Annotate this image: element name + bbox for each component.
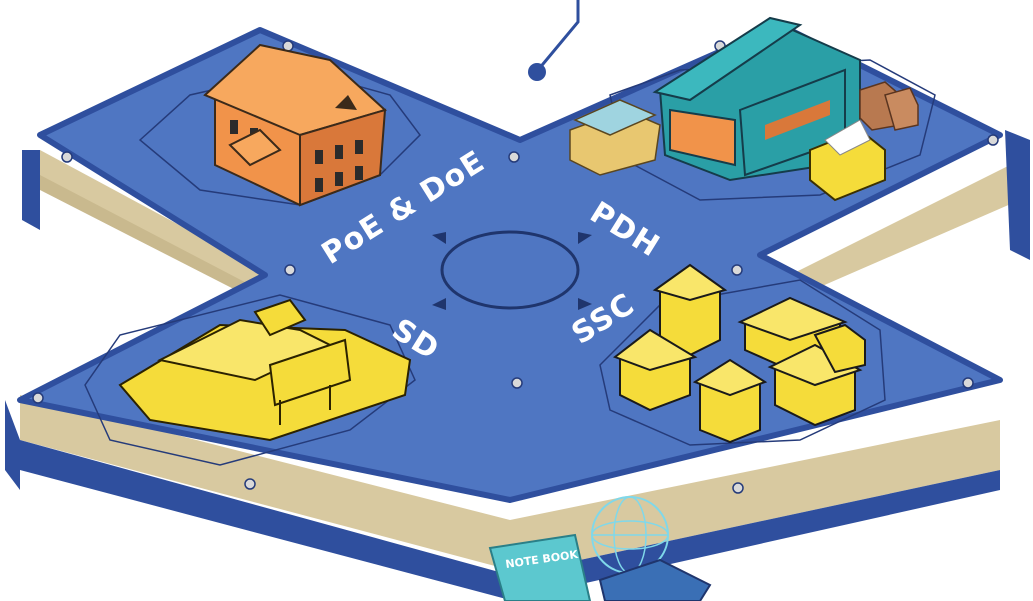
pyramid-arrow-icon xyxy=(432,232,446,244)
board-sides xyxy=(5,130,1030,600)
connector-line xyxy=(528,0,580,81)
teal-warehouse xyxy=(569,16,919,202)
circle-center-icon xyxy=(440,230,580,310)
globe-icon xyxy=(591,496,712,601)
orange-government-building xyxy=(203,43,387,207)
yellow-office-building xyxy=(118,298,412,442)
yellow-house-village xyxy=(612,263,866,444)
notebook: NOTE BOOK xyxy=(488,533,592,601)
